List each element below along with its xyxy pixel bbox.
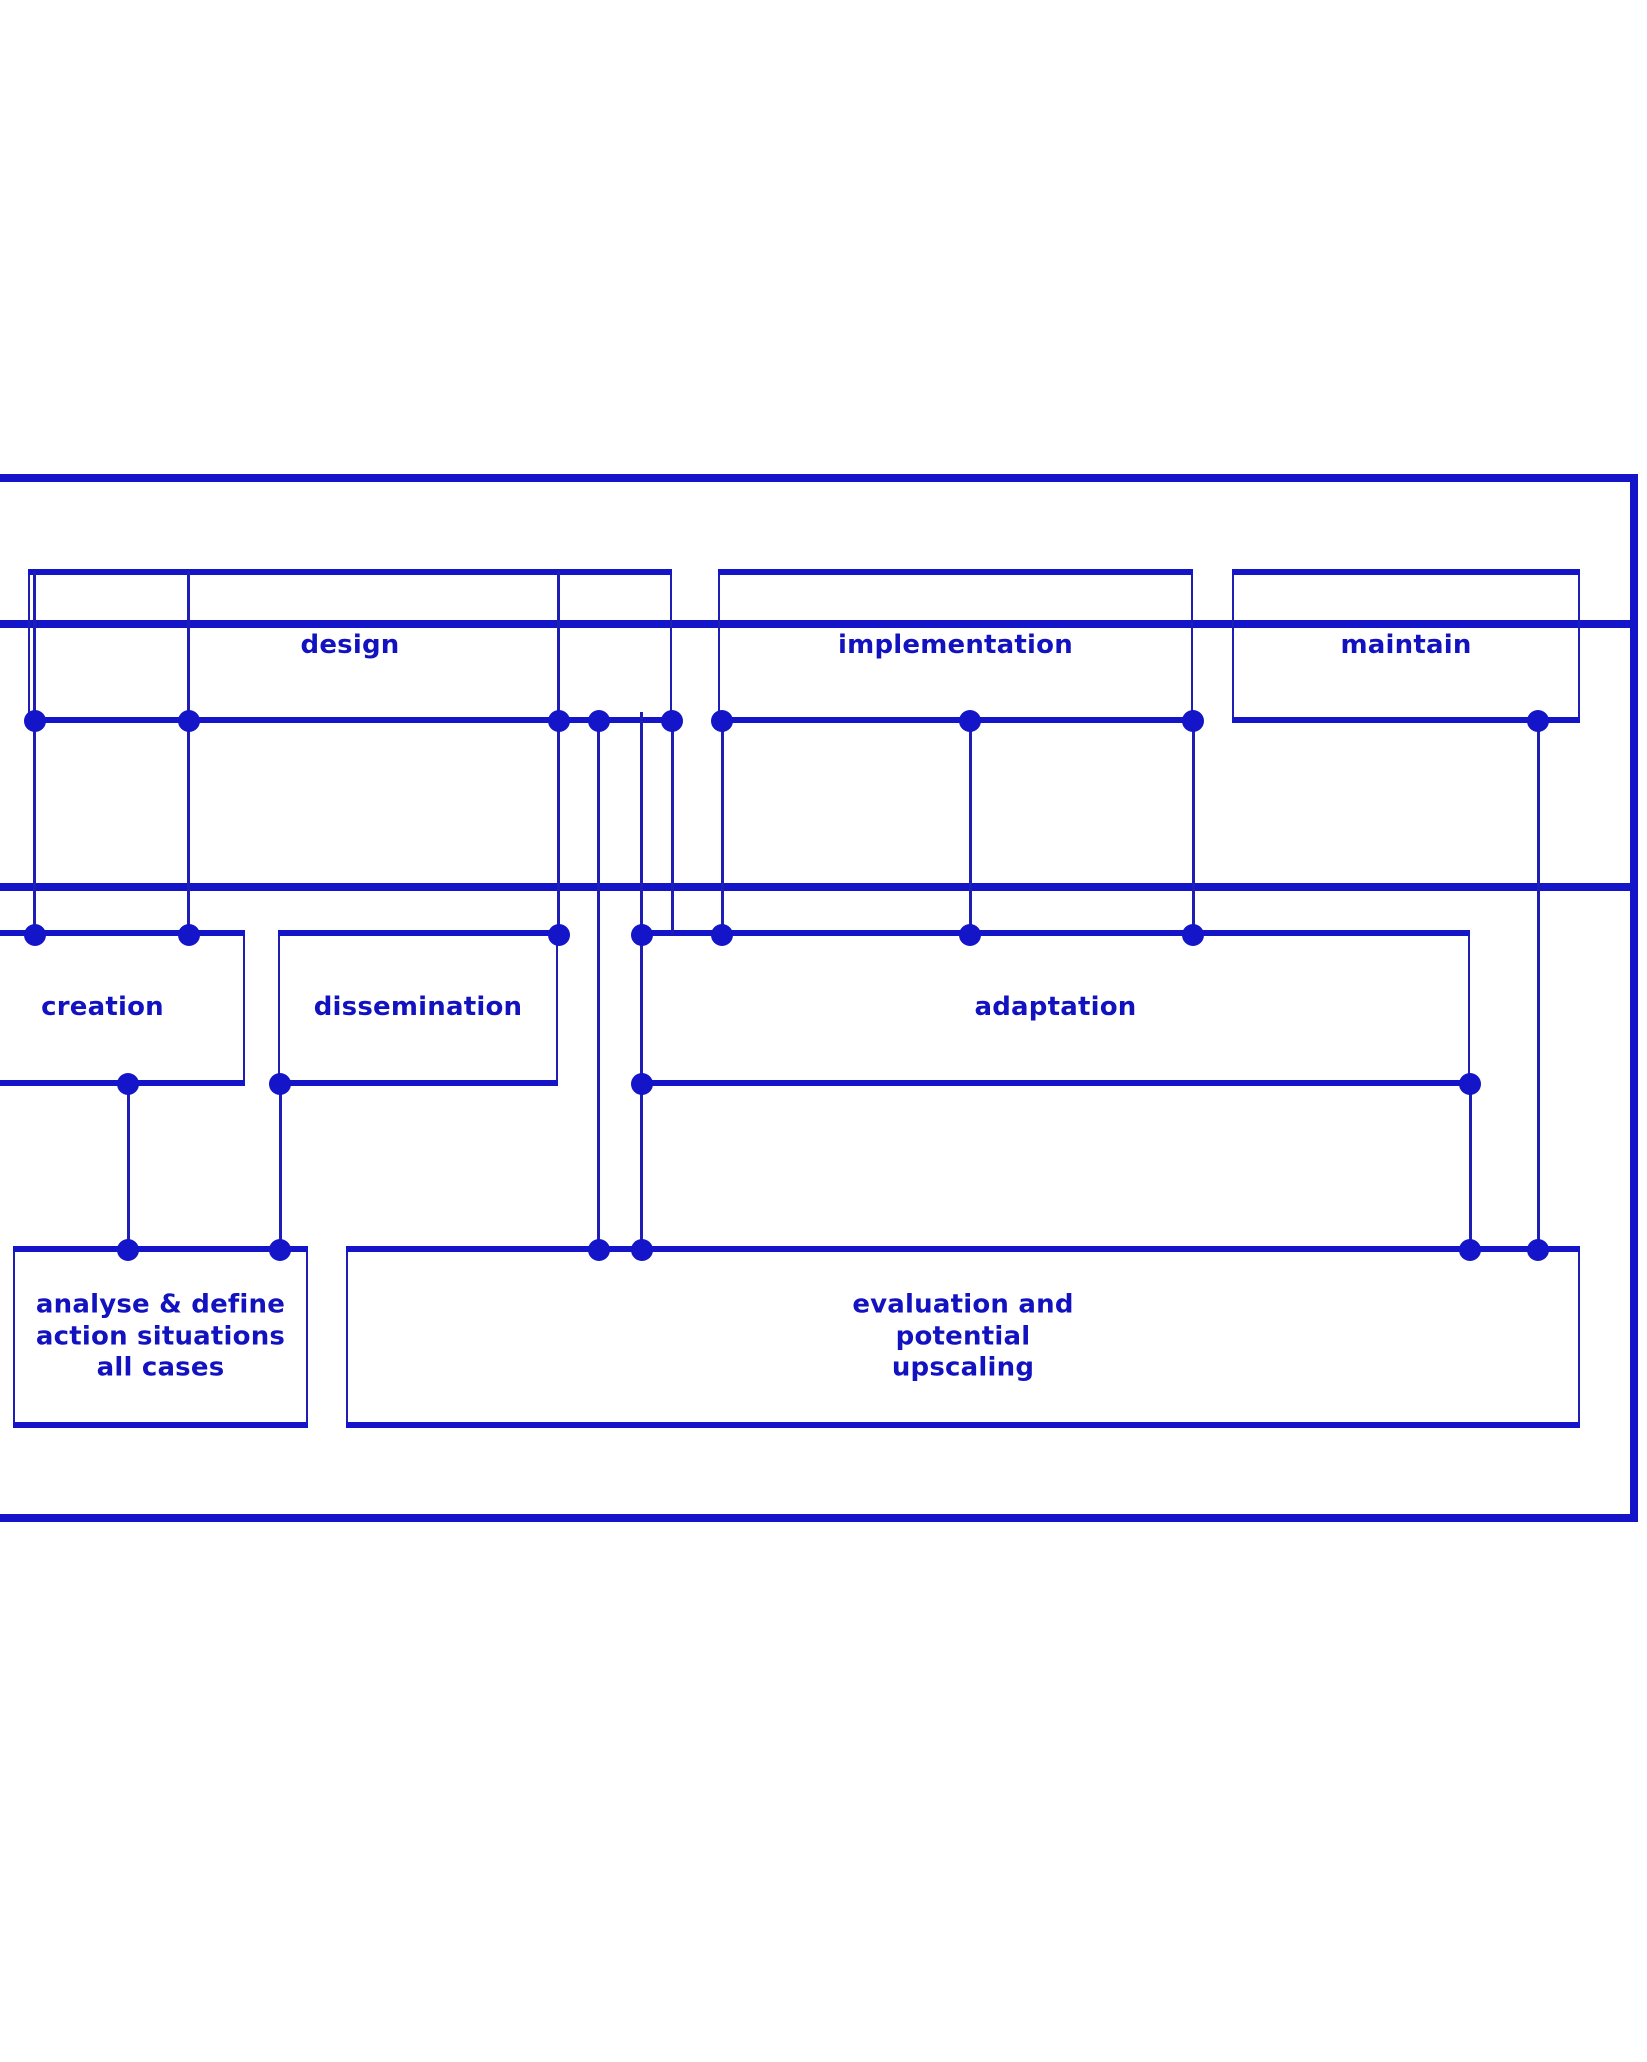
junction-dot[interactable] — [711, 924, 733, 946]
box-implementation-top-edge — [718, 569, 1193, 575]
junction-dot[interactable] — [117, 1073, 139, 1095]
connector-line-implementation-adaptation-right — [969, 712, 972, 935]
lane-divider-bottom — [0, 883, 1638, 891]
junction-dot[interactable] — [117, 1239, 139, 1261]
box-dissemination-bottom-edge — [278, 1080, 558, 1086]
box-maintain[interactable]: maintain — [1232, 569, 1580, 723]
box-evaluation-top-edge — [346, 1246, 1580, 1252]
box-maintain-bottom-edge — [1232, 717, 1580, 723]
box-adaptation-label: adaptation — [974, 992, 1137, 1023]
connector-line-implementation-adaptation-far — [1192, 712, 1195, 935]
box-maintain-top-edge — [1232, 569, 1580, 575]
junction-dot[interactable] — [631, 1239, 653, 1261]
junction-dot[interactable] — [548, 924, 570, 946]
box-adaptation-top-edge — [641, 930, 1470, 936]
box-adaptation-bottom-edge — [641, 1080, 1470, 1086]
connector-line-creation-design-left — [33, 571, 36, 935]
box-analyse-top-edge — [13, 1246, 308, 1252]
connector-line-implementation-adaptation-mid — [721, 712, 724, 935]
connector-line-dissemination-analyse — [279, 1082, 282, 1252]
box-adaptation[interactable]: adaptation — [641, 930, 1470, 1086]
junction-dot[interactable] — [1459, 1239, 1481, 1261]
box-design[interactable]: design — [28, 569, 672, 723]
junction-dot[interactable] — [588, 1239, 610, 1261]
box-evaluation-label: evaluation and potential upscaling — [852, 1289, 1074, 1383]
junction-dot[interactable] — [588, 710, 610, 732]
junction-dot[interactable] — [1182, 924, 1204, 946]
box-dissemination[interactable]: dissemination — [278, 930, 558, 1086]
junction-dot[interactable] — [1459, 1073, 1481, 1095]
lane-divider-top — [0, 620, 1638, 628]
box-creation[interactable]: creation — [0, 930, 245, 1086]
connector-line-implementation-adaptation-left — [671, 712, 674, 935]
junction-dot[interactable] — [178, 710, 200, 732]
junction-dot[interactable] — [1527, 710, 1549, 732]
connector-line-creation-analyse — [127, 1082, 130, 1252]
junction-dot[interactable] — [631, 1073, 653, 1095]
diagram-outer-frame — [0, 474, 1638, 1522]
box-creation-top-edge — [0, 930, 245, 936]
junction-dot[interactable] — [269, 1073, 291, 1095]
box-dissemination-label: dissemination — [313, 992, 523, 1023]
box-design-bottom-edge — [28, 717, 672, 723]
box-implementation[interactable]: implementation — [718, 569, 1193, 723]
junction-dot[interactable] — [24, 710, 46, 732]
box-design-label: design — [300, 630, 400, 661]
junction-dot[interactable] — [661, 710, 683, 732]
junction-dot[interactable] — [269, 1239, 291, 1261]
junction-dot[interactable] — [1527, 1239, 1549, 1261]
junction-dot[interactable] — [1182, 710, 1204, 732]
connector-line-creation-design-right — [187, 571, 190, 935]
box-dissemination-top-edge — [278, 930, 558, 936]
junction-dot[interactable] — [178, 924, 200, 946]
junction-dot[interactable] — [631, 924, 653, 946]
junction-dot[interactable] — [24, 924, 46, 946]
box-evaluation-bottom-edge — [346, 1422, 1580, 1428]
box-analyse[interactable]: analyse & define action situations all c… — [13, 1246, 308, 1428]
box-design-top-edge — [28, 569, 672, 575]
connector-line-adaptation-evaluation — [1469, 1082, 1472, 1252]
junction-dot[interactable] — [959, 924, 981, 946]
junction-dot[interactable] — [959, 710, 981, 732]
box-evaluation[interactable]: evaluation and potential upscaling — [346, 1246, 1580, 1428]
connector-line-design-adaptation — [640, 712, 643, 1252]
box-analyse-label: analyse & define action situations all c… — [35, 1289, 286, 1383]
junction-dot[interactable] — [711, 710, 733, 732]
connector-line-design-evaluation — [597, 712, 600, 1252]
box-maintain-label: maintain — [1340, 630, 1472, 661]
box-analyse-bottom-edge — [13, 1422, 308, 1428]
connector-line-design-dissemination — [557, 571, 560, 935]
connector-line-maintain-evaluation — [1537, 712, 1540, 1252]
box-creation-label: creation — [41, 992, 164, 1023]
box-implementation-label: implementation — [838, 630, 1073, 661]
box-implementation-bottom-edge — [718, 717, 1193, 723]
junction-dot[interactable] — [548, 710, 570, 732]
